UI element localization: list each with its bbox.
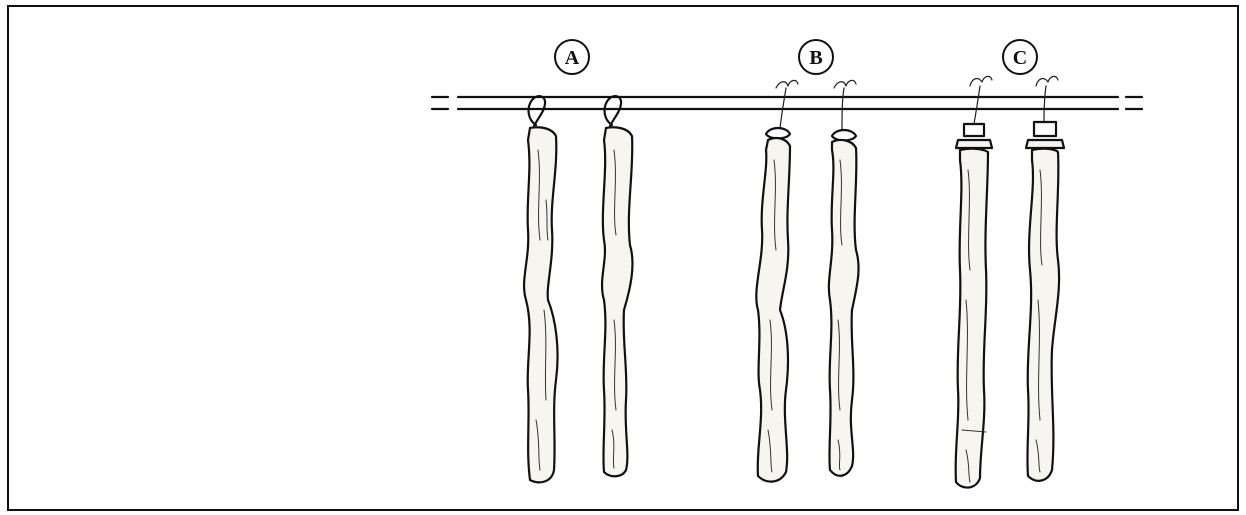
sausage-b2: [829, 80, 859, 475]
sausage-c2-string: [1036, 76, 1058, 122]
group-c: C: [956, 40, 1064, 488]
sausage-a1-body: [524, 127, 558, 482]
label-text-b: B: [809, 47, 822, 69]
group-label-b: B: [799, 40, 833, 74]
group-b: B: [756, 40, 858, 482]
sausage-a2-body: [602, 127, 632, 476]
group-label-a: A: [555, 40, 589, 74]
sausage-a2-loop: [605, 96, 622, 126]
sausage-c1-string: [970, 76, 992, 124]
sausage-c1: [956, 76, 992, 487]
sausage-b2-body: [829, 140, 859, 476]
sausage-c2-body: [1027, 149, 1059, 481]
label-text-a: A: [565, 47, 580, 69]
sausage-c1-collar: [956, 140, 992, 148]
sausage-c2: [1026, 76, 1064, 480]
label-text-c: C: [1013, 47, 1027, 69]
sausage-a2: [602, 96, 632, 476]
sausage-c2-collar: [1026, 140, 1064, 148]
drying-rod: [432, 97, 1142, 109]
sausage-c2-tie: [1034, 122, 1056, 136]
sausage-b2-string: [834, 80, 856, 130]
sausage-c1-tie: [964, 124, 984, 136]
sausage-b1-knot: [766, 128, 790, 139]
sausage-b1: [756, 80, 798, 481]
sausage-c1-body: [956, 149, 988, 488]
group-a: A: [524, 40, 632, 482]
sausage-a1: [524, 96, 558, 482]
group-label-c: C: [1003, 40, 1037, 74]
sausage-a1-loop: [529, 96, 546, 126]
sausage-b1-string: [776, 80, 798, 128]
sausage-b1-body: [756, 138, 790, 482]
sausage-b2-knot: [832, 130, 856, 141]
